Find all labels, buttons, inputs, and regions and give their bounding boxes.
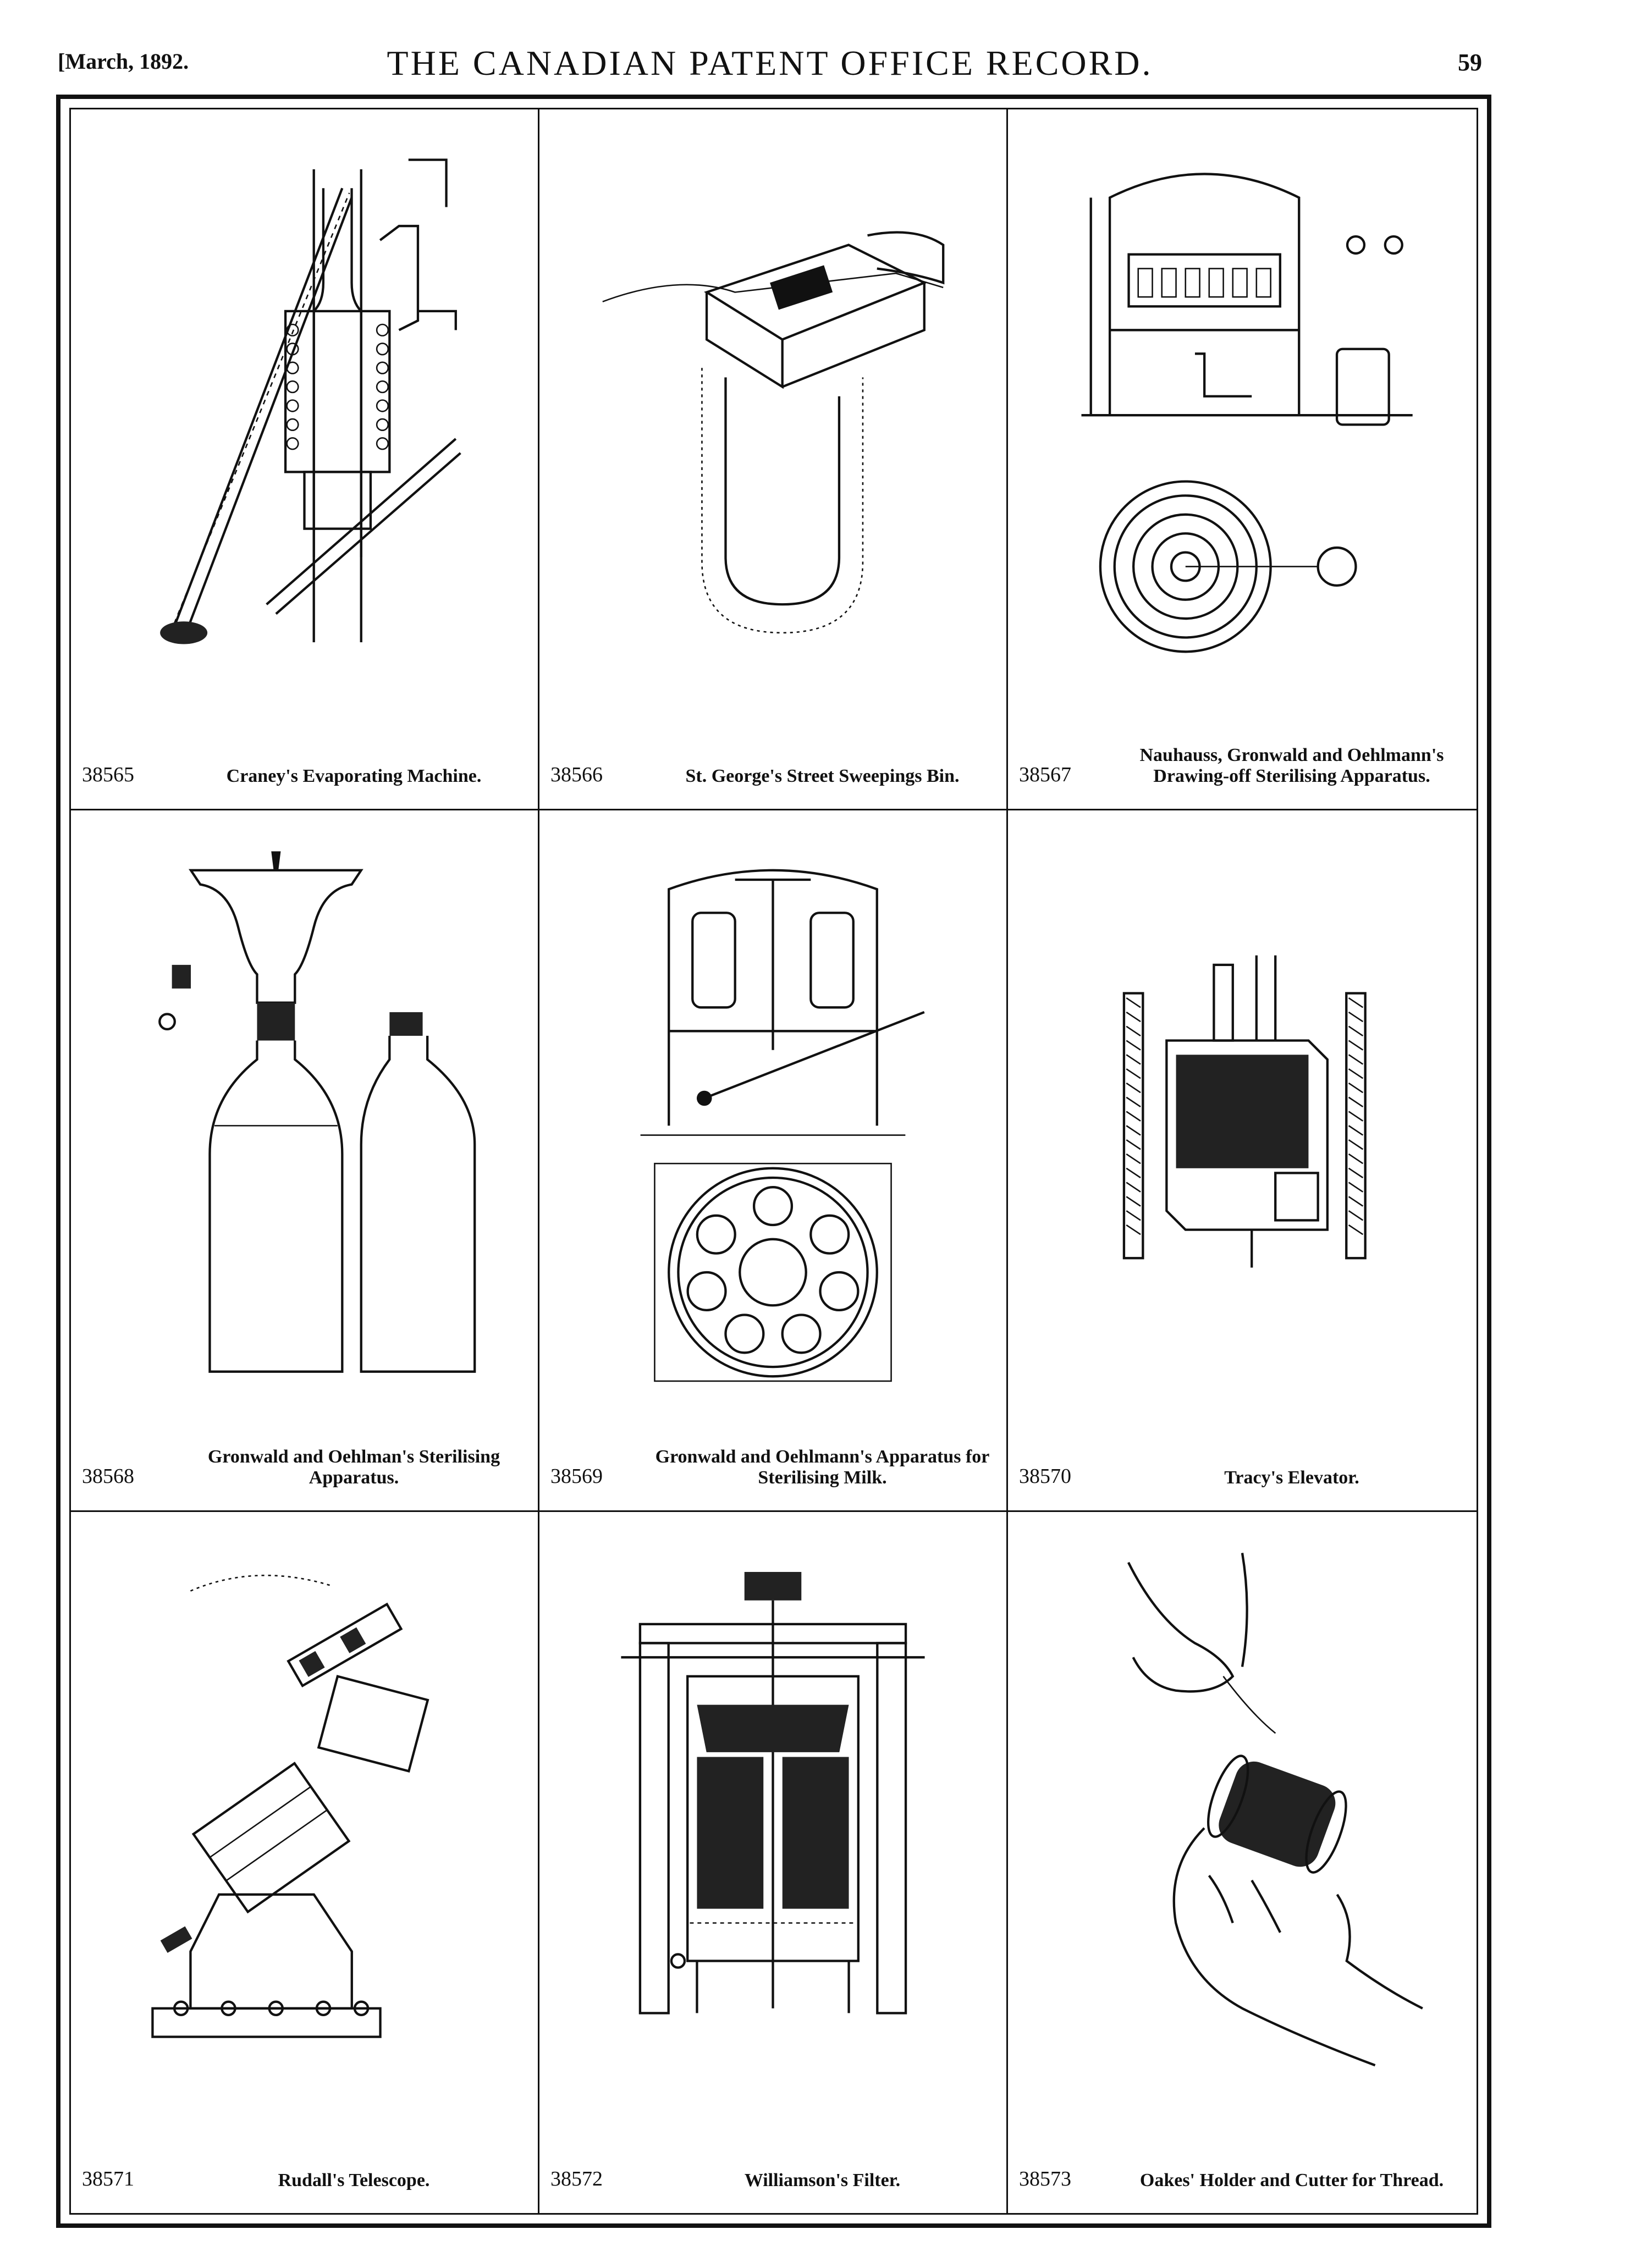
patent-cell-38565: 38565 Craney's Evaporating Machine. — [71, 109, 539, 811]
patent-title: Tracy's Elevator. — [1224, 1467, 1359, 1488]
patent-number: 38573 — [1019, 2167, 1071, 2190]
patent-cell-38571: 38571 Rudall's Telescope. — [71, 1511, 539, 2213]
telescope-illustration — [93, 1534, 516, 2103]
patent-title: Gronwald and Oehlmann's Apparatus for St… — [655, 1446, 990, 1488]
patent-number: 38568 — [82, 1464, 134, 1488]
patent-number: 38569 — [550, 1464, 603, 1488]
patent-caption: 38573 Oakes' Holder and Cutter for Threa… — [1019, 2136, 1466, 2197]
patent-caption: 38571 Rudall's Telescope. — [82, 2136, 527, 2197]
patent-number: 38572 — [550, 2167, 603, 2190]
patent-cell-38568: 38568 Gronwald and Oehlman's Sterilising… — [71, 810, 539, 1512]
patent-cell-38572: 38572 Williamson's Filter. — [539, 1511, 1008, 2213]
patent-number: 38567 — [1019, 763, 1071, 787]
plate-frame: 38565 Craney's Evaporating Machine. — [56, 95, 1491, 2228]
patent-caption: 38568 Gronwald and Oehlman's Sterilising… — [82, 1433, 527, 1494]
filter-illustration — [561, 1534, 984, 2103]
patent-title: Gronwald and Oehlman's Sterilising Appar… — [207, 1446, 500, 1488]
patent-caption: 38570 Tracy's Elevator. — [1019, 1433, 1466, 1494]
patent-caption: 38569 Gronwald and Oehlmann's Apparatus … — [550, 1433, 995, 1494]
page-header: [March, 1892. THE CANADIAN PATENT OFFICE… — [58, 43, 1482, 87]
patent-title: Nauhauss, Gronwald and Oehlmann's Drawin… — [1139, 745, 1444, 787]
drawing-off-sterilising-apparatus-illustration — [1030, 131, 1455, 699]
patent-cell-38569: 38569 Gronwald and Oehlmann's Apparatus … — [539, 810, 1008, 1512]
street-sweepings-bin-illustration — [561, 131, 984, 699]
patent-number: 38570 — [1019, 1464, 1071, 1488]
issue-date: [March, 1892. — [58, 49, 189, 74]
publication-title: THE CANADIAN PATENT OFFICE RECORD. — [387, 43, 1153, 82]
patent-title: Rudall's Telescope. — [278, 2170, 430, 2190]
patent-cell-38567: 38567 Nauhauss, Gronwald and Oehlmann's … — [1008, 109, 1477, 811]
patent-caption: 38565 Craney's Evaporating Machine. — [82, 732, 527, 792]
patent-number: 38571 — [82, 2167, 134, 2190]
patent-cell-38573: 38573 Oakes' Holder and Cutter for Threa… — [1008, 1512, 1477, 2213]
patent-title: St. George's Street Sweepings Bin. — [685, 766, 960, 787]
patent-title: Oakes' Holder and Cutter for Thread. — [1139, 2170, 1444, 2190]
patent-grid: 38565 Craney's Evaporating Machine. — [71, 109, 1477, 2213]
patent-title: Craney's Evaporating Machine. — [226, 766, 482, 787]
patent-caption: 38566 St. George's Street Sweepings Bin. — [550, 732, 995, 792]
thread-holder-cutter-illustration — [1030, 1534, 1455, 2103]
patent-number: 38565 — [82, 763, 134, 787]
sterilising-apparatus-illustration — [93, 832, 516, 1400]
milk-sterilising-apparatus-illustration — [561, 832, 984, 1400]
evaporating-machine-illustration — [93, 131, 516, 699]
page-number: 59 — [1458, 49, 1482, 76]
elevator-illustration — [1030, 832, 1455, 1400]
patent-cell-38570: 38570 Tracy's Elevator. — [1008, 810, 1477, 1512]
patent-cell-38566: 38566 St. George's Street Sweepings Bin. — [539, 109, 1008, 811]
patent-number: 38566 — [550, 763, 603, 787]
patent-title: Williamson's Filter. — [744, 2170, 901, 2190]
patent-caption: 38567 Nauhauss, Gronwald and Oehlmann's … — [1019, 732, 1466, 792]
plate-inner-frame: 38565 Craney's Evaporating Machine. — [69, 108, 1478, 2215]
patent-caption: 38572 Williamson's Filter. — [550, 2136, 995, 2197]
